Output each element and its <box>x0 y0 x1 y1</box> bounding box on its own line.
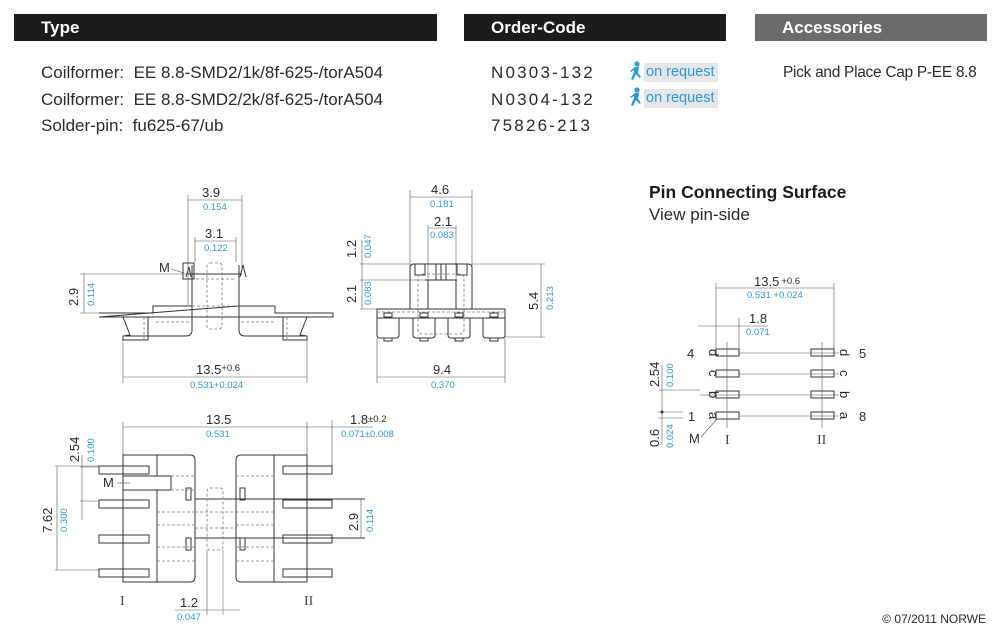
dim-front-w-total-in: 0.370 <box>431 380 455 391</box>
type-row: Coilformer: EE 8.8-SMD2/1k/8f-625-/torA5… <box>41 63 383 83</box>
dim-pins-offset-in: 0.024 <box>665 424 676 448</box>
type-value: EE 8.8-SMD2/2k/8f-625-/torA504 <box>133 90 384 109</box>
dim-pins-length-in: 0.531 +0.024 <box>747 290 803 301</box>
dim-bottom-gap-in: 0.047 <box>177 612 201 623</box>
dim-front-w-top-in: 0.181 <box>430 199 454 210</box>
order-code: 75826-213 <box>491 116 593 135</box>
dim-front-w-top: 4.6 <box>431 182 449 197</box>
dim-bottom-gap: 1.2 <box>180 595 198 610</box>
dim-front-h-mid-in: 0.083 <box>363 281 374 305</box>
dim-front-w-total: 9.4 <box>433 362 451 377</box>
walking-person-icon <box>630 61 641 80</box>
type-value: fu625-67/ub <box>132 116 224 135</box>
dim-side-total-in: 0.531+0.024 <box>190 380 243 391</box>
on-request-badge: on request <box>626 87 718 108</box>
dim-bottom-pitch-in: 0.100 <box>86 438 97 462</box>
type-row: Solder-pin: fu625-67/ub <box>41 116 223 136</box>
header-accessories-label: Accessories <box>782 18 883 37</box>
dim-bottom-pin-len-in: 0.071±0.008 <box>341 429 394 440</box>
bottom-view-drawing: 13.5 0.531 1.8±0.2 0.071±0.008 M <box>40 412 394 623</box>
dim-front-h-top-in: 0.047 <box>363 234 374 258</box>
header-order-code: Order-Code <box>464 14 726 41</box>
pin-letter: b <box>837 391 852 398</box>
type-value: EE 8.8-SMD2/1k/8f-625-/torA504 <box>133 63 384 82</box>
pin-number-8: 8 <box>859 409 866 424</box>
type-label: Coilformer: <box>41 90 125 109</box>
pin-number-4: 4 <box>687 346 694 361</box>
order-code: N0304-132 <box>491 90 595 109</box>
dim-bottom-pitch: 2.54 <box>67 437 82 462</box>
type-label: Solder-pin: <box>41 116 124 135</box>
pin-letter: d <box>706 349 721 356</box>
dim-side-h-in: 0.114 <box>86 283 97 306</box>
header-accessories: Accessories <box>755 14 987 41</box>
dim-pins-pad: 1.8 <box>749 311 767 326</box>
header-order-code-label: Order-Code <box>491 18 586 37</box>
dim-bottom-span-in: 0.300 <box>59 508 70 532</box>
dim-bottom-span: 7.62 <box>40 508 55 533</box>
pin-side-label-II: II <box>817 433 827 448</box>
dim-bottom-length-in: 0.531 <box>206 429 230 440</box>
dim-side-h: 2.9 <box>66 288 81 306</box>
pin-layout-drawing: 13.5+0.6 0.531 +0.024 1.8 0.071 d c b a <box>647 274 866 448</box>
dim-side-w-inner: 3.1 <box>205 226 223 241</box>
dim-front-h-total: 5.4 <box>526 292 541 310</box>
dim-side-total: 13.5+0.6 <box>196 362 240 377</box>
dim-pins-pad-in: 0.071 <box>746 327 770 338</box>
side-label-II: II <box>304 594 314 609</box>
copyright: © 07/2011 NORWE <box>882 612 986 626</box>
pin-letter: c <box>837 370 852 377</box>
dim-pins-pitch-in: 0.100 <box>665 363 676 387</box>
dim-front-h-mid: 2.1 <box>344 285 359 303</box>
pin-letter: b <box>706 391 721 398</box>
accessory-item: Pick and Place Cap P-EE 8.8 <box>783 64 977 81</box>
on-request-badge: on request <box>626 61 718 82</box>
dim-front-w-inner-in: 0.083 <box>430 230 454 241</box>
type-label: Coilformer: <box>41 63 125 82</box>
pin-letter: a <box>837 412 852 420</box>
status-text: on request <box>644 88 718 108</box>
dim-bottom-pin-len: 1.8±0.2 <box>350 412 387 427</box>
walking-person-icon <box>630 87 641 106</box>
pin-rows <box>700 342 839 428</box>
header-type-label: Type <box>41 18 80 37</box>
dim-side-w-top-in: 0.154 <box>203 202 227 213</box>
pin-number-5: 5 <box>859 346 866 361</box>
marker-m-pins: M <box>689 431 700 446</box>
pin-letter: c <box>706 370 721 377</box>
pin-letter: a <box>706 412 721 420</box>
order-code: N0303-132 <box>491 63 595 82</box>
dim-bottom-core-in: 0.114 <box>365 509 376 532</box>
dim-pins-offset: 0.6 <box>647 429 662 447</box>
pin-side-label-I: I <box>725 433 730 448</box>
dim-side-w-inner-in: 0.122 <box>204 243 228 254</box>
dim-front-h-top: 1.2 <box>344 240 359 258</box>
header-type: Type <box>14 14 437 41</box>
marker-m: M <box>159 260 170 275</box>
pin-section-title: Pin Connecting Surface <box>649 182 847 202</box>
pin-section-subtitle: View pin-side <box>649 205 750 224</box>
dim-front-h-total-in: 0.213 <box>545 286 556 310</box>
dim-side-w-top: 3.9 <box>202 185 220 200</box>
dim-bottom-length: 13.5 <box>206 412 231 427</box>
type-row: Coilformer: EE 8.8-SMD2/2k/8f-625-/torA5… <box>41 90 383 110</box>
dim-pins-pitch: 2.54 <box>647 362 662 387</box>
dim-front-w-inner: 2.1 <box>434 214 452 229</box>
front-view-drawing: 4.6 0.181 2.1 0.083 1.2 0.047 2.1 0.083 <box>344 182 556 391</box>
status-text: on request <box>644 62 718 82</box>
marker-m-bottom: M <box>103 475 114 490</box>
pin-number-1: 1 <box>688 409 695 424</box>
dim-pins-length: 13.5+0.6 <box>754 274 800 289</box>
pin-letter: d <box>837 349 852 356</box>
dim-bottom-core: 2.9 <box>346 513 361 531</box>
side-view-drawing: 3.9 0.154 3.1 0.122 M 2.9 0.114 <box>66 185 334 391</box>
side-label-I: I <box>120 594 125 609</box>
front-feet <box>376 312 506 342</box>
